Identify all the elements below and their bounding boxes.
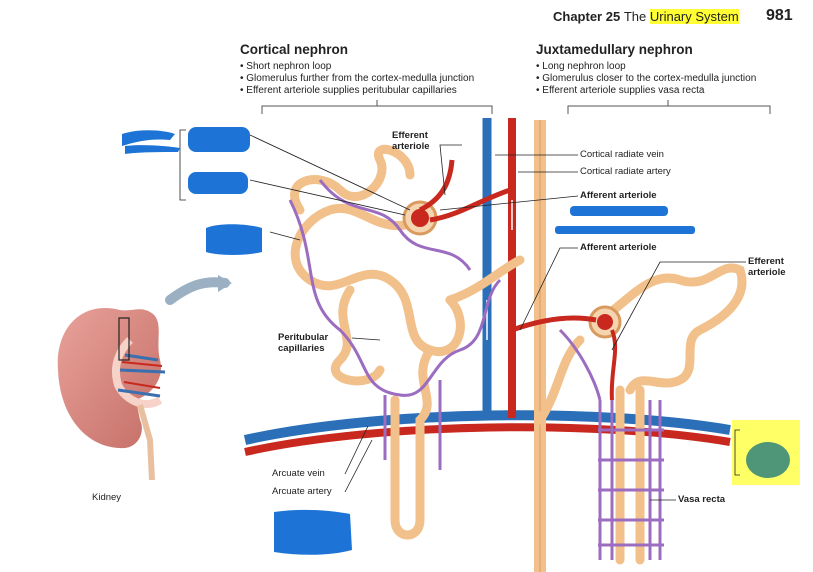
chapter-the: The <box>623 9 647 24</box>
efferent-arteriole-2 <box>609 329 618 401</box>
highlighter-mark <box>732 420 800 485</box>
chapter-number: Chapter 25 <box>553 9 621 24</box>
glomerulus-2 <box>588 305 622 339</box>
juxta-bullet: Efferent arteriole supplies vasa recta <box>536 85 756 97</box>
cortical-title: Cortical nephron <box>240 42 349 57</box>
label-cortical-radiate-vein: Cortical radiate vein <box>580 149 664 160</box>
left-label-bracket <box>179 129 186 201</box>
label-cortical-radiate-artery: Cortical radiate artery <box>580 166 671 177</box>
juxta-bullets: Long nephron loop Glomerulus closer to t… <box>536 61 756 97</box>
label-afferent-arteriole-1: Afferent arteriole <box>580 190 657 201</box>
afferent-arteriole-2 <box>511 315 597 333</box>
page-number: 981 <box>766 7 793 24</box>
juxta-title: Juxtamedullary nephron <box>536 42 693 57</box>
cortical-nephron-tubule <box>290 144 525 540</box>
cortical-bullet: Glomerulus further from the cortex-medul… <box>240 73 474 85</box>
arcuate-vessels <box>243 410 731 456</box>
cortical-nephron-capillaries <box>288 179 502 470</box>
juxta-bullet: Long nephron loop <box>536 61 756 73</box>
cortical-bracket <box>261 100 493 114</box>
label-arcuate-vein: Arcuate vein <box>272 468 325 479</box>
label-arcuate-artery: Arcuate artery <box>272 486 332 497</box>
cortical-bullet: Short nephron loop <box>240 61 474 73</box>
label-kidney: Kidney <box>92 492 122 503</box>
redaction-marks <box>122 127 695 555</box>
juxta-bullet: Glomerulus closer to the cortex-medulla … <box>536 73 756 85</box>
vasa-recta <box>558 328 664 560</box>
cortical-bullet: Efferent arteriole supplies peritubular … <box>240 85 474 97</box>
leader-lines <box>249 134 746 501</box>
kidney-illustration <box>57 275 232 481</box>
cortical-bullets: Short nephron loop Glomerulus further fr… <box>240 61 474 97</box>
label-peritubular-capillaries: Peritubular capillaries <box>278 332 329 354</box>
label-efferent-arteriole-1: Efferent arteriole <box>392 130 430 152</box>
glomerulus-1 <box>402 200 438 236</box>
chapter-header: Chapter 25 The Urinary System <box>553 9 739 24</box>
efferent-arteriole-1 <box>418 159 455 213</box>
label-vasa-recta: Vasa recta <box>678 494 726 505</box>
juxta-bracket <box>567 100 771 114</box>
label-afferent-arteriole-2: Afferent arteriole <box>580 242 657 253</box>
label-efferent-arteriole-2: Efferent arteriole <box>748 256 786 278</box>
chapter-topic: Urinary System <box>649 9 739 24</box>
